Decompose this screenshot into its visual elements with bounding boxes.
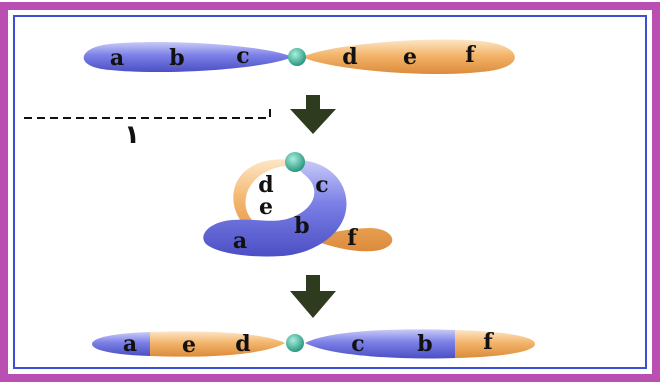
label-loop-c: c — [315, 172, 328, 198]
bottom-right-blue-segment — [305, 329, 455, 359]
label-bottom-e: e — [182, 332, 196, 358]
annotation-number: ١ — [124, 120, 140, 150]
chromosome-bottom: a e d c b f — [92, 329, 535, 359]
top-orange-arm — [302, 39, 515, 75]
inner-border — [13, 15, 647, 369]
arrow-down-2 — [290, 275, 336, 318]
inversion-loop: d c e b a f — [203, 152, 393, 257]
top-blue-arm — [83, 41, 292, 73]
label-top-f: f — [465, 42, 476, 68]
label-loop-a: a — [233, 228, 247, 254]
label-top-b: b — [169, 45, 184, 71]
label-bottom-b: b — [417, 331, 432, 357]
label-loop-e: e — [259, 194, 273, 220]
label-loop-b: b — [294, 213, 309, 239]
label-bottom-f: f — [483, 329, 494, 355]
arrow-down-1 — [290, 95, 336, 134]
label-top-c: c — [236, 43, 249, 69]
bottom-centromere — [286, 334, 304, 352]
label-loop-d: d — [258, 172, 273, 198]
label-top-d: d — [342, 44, 357, 70]
label-top-e: e — [403, 44, 417, 70]
label-bottom-c: c — [351, 331, 364, 357]
label-bottom-d: d — [235, 331, 250, 357]
chromosome-top: a b c d e f — [83, 39, 515, 75]
label-top-a: a — [110, 45, 124, 71]
annotation: ١ — [24, 104, 271, 150]
chromosome-diagram: a b c d e f ١ d c e b a — [24, 39, 535, 359]
bottom-left-blue-tip — [92, 332, 150, 356]
loop-blue-arm — [203, 160, 347, 257]
loop-centromere — [285, 152, 305, 172]
label-bottom-a: a — [123, 331, 137, 357]
loop-orange-arm — [233, 159, 393, 252]
top-centromere — [288, 48, 306, 66]
bottom-left-orange-segment — [150, 331, 285, 357]
annotation-dashed-line — [24, 104, 271, 119]
bottom-right-orange-tip — [455, 330, 535, 358]
label-loop-f: f — [347, 225, 358, 251]
